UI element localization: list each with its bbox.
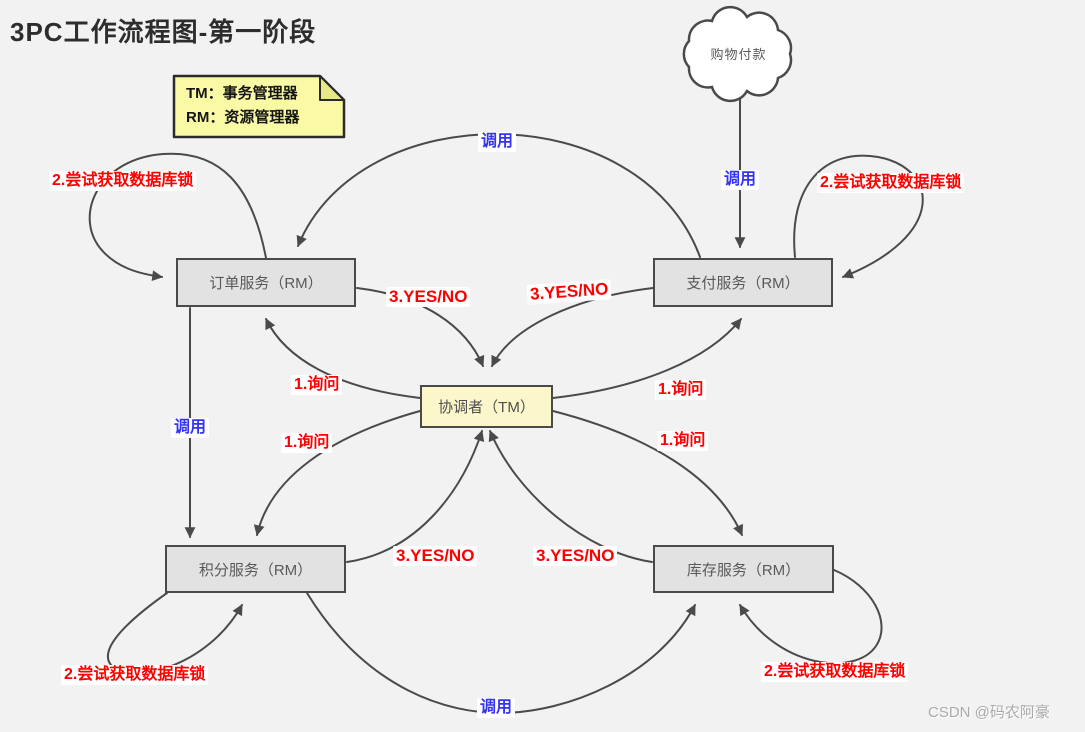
node-order-service: 订单服务（RM） (176, 258, 356, 307)
edge-vote-order-to-coordinator (356, 287, 485, 367)
label-acquire-lock-points: 2.尝试获取数据库锁 (61, 665, 209, 685)
node-inventory-service: 库存服务（RM） (653, 545, 834, 593)
label-acquire-lock-order: 2.尝试获取数据库锁 (49, 171, 197, 191)
label-acquire-lock-payment: 2.尝试获取数据库锁 (817, 173, 965, 193)
edge-call-payment-to-order (296, 133, 701, 258)
legend-note: TM：事务管理器 RM：资源管理器 (186, 82, 336, 130)
node-coordinator-label: 协调者（TM） (438, 399, 535, 416)
shopping-cloud-label: 购物付款 (710, 47, 767, 62)
legend-note-line-rm: RM：资源管理器 (186, 109, 300, 126)
label-call-payment-to-order: 调用 (478, 132, 517, 152)
label-vote-order: 3.YES/NO (386, 287, 471, 307)
node-points-service-label: 积分服务（RM） (198, 561, 313, 579)
node-coordinator: 协调者（TM） (420, 385, 553, 428)
label-ask-points: 1.询问 (281, 433, 333, 453)
edge-call-points-to-inventory (306, 592, 696, 715)
page-title: 3PC工作流程图-第一阶段 (10, 17, 317, 47)
label-ask-order: 1.询问 (291, 375, 343, 395)
node-payment-service-label: 支付服务（RM） (686, 275, 800, 292)
node-inventory-service-label: 库存服务（RM） (686, 561, 801, 579)
node-points-service: 积分服务（RM） (165, 545, 346, 593)
legend-note-shape (172, 74, 346, 139)
label-call-order-to-points: 调用 (171, 418, 210, 438)
edge-ask-coordinator-to-payment (552, 318, 742, 399)
edge-ask-coordinator-to-inventory (552, 410, 744, 536)
edge-lock-order-self-loop (88, 152, 267, 282)
legend-note-line-tm: TM：事务管理器 (186, 85, 298, 102)
shopping-cloud-shape (682, 5, 793, 103)
edge-lock-inventory-self-loop (739, 569, 883, 665)
label-ask-payment: 1.询问 (655, 380, 707, 400)
edge-vote-points-to-coordinator (346, 429, 485, 563)
edge-ask-coordinator-to-points (253, 410, 421, 537)
node-payment-service: 支付服务（RM） (653, 258, 833, 307)
label-ask-inventory: 1.询问 (657, 431, 709, 451)
label-call-cloud-to-payment: 调用 (721, 170, 760, 190)
csdn-watermark: CSDN @码农阿豪 (928, 704, 1050, 721)
edge-lock-payment-self-loop (793, 154, 924, 279)
edge-ask-coordinator-to-order (265, 318, 421, 399)
label-call-points-to-inventory: 调用 (477, 698, 516, 718)
label-vote-points: 3.YES/NO (393, 546, 478, 566)
label-vote-inventory: 3.YES/NO (533, 546, 618, 566)
edge-vote-payment-to-coordinator (491, 287, 654, 367)
edge-vote-inventory-to-coordinator (488, 430, 653, 563)
node-order-service-label: 订单服务（RM） (209, 275, 323, 292)
label-acquire-lock-inventory: 2.尝试获取数据库锁 (761, 662, 909, 682)
edge-lock-points-self-loop (107, 592, 243, 675)
